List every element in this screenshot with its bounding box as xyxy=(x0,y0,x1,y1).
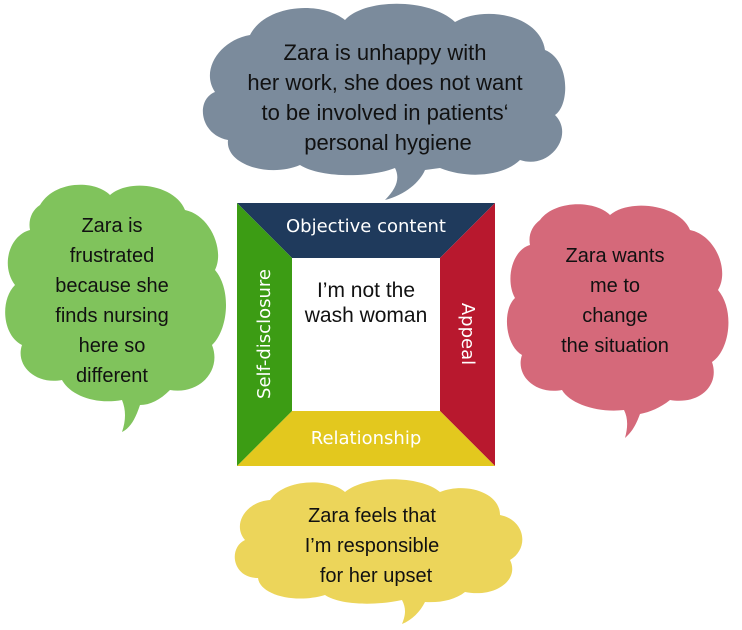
label-objective-content: Objective content xyxy=(286,216,446,237)
speech-cloud-bottom xyxy=(234,479,523,624)
side-left-self-disclosure xyxy=(237,203,292,466)
speech-cloud-right xyxy=(506,204,729,438)
bubble-left-line-4: finds nursing xyxy=(55,305,168,327)
label-appeal: Appeal xyxy=(457,303,478,365)
bubble-bottom-line-2: I’m responsible xyxy=(305,535,440,557)
bubble-top: Zara is unhappy with her work, she does … xyxy=(202,3,566,200)
bubble-bottom-line-1: Zara feels that xyxy=(308,505,436,527)
bubble-bottom: Zara feels that I’m responsible for her … xyxy=(234,479,523,624)
side-right-appeal xyxy=(440,203,495,466)
message-line-1: I’m not the xyxy=(317,279,415,302)
bubble-left-line-1: Zara is xyxy=(81,215,142,237)
message-line-2: wash woman xyxy=(304,304,428,327)
label-relationship: Relationship xyxy=(311,428,422,449)
bubble-left-line-6: different xyxy=(76,365,148,387)
bubble-left-line-2: frustrated xyxy=(70,245,154,267)
bubble-left-line-3: because she xyxy=(55,275,168,297)
bubble-top-line-4: personal hygiene xyxy=(304,130,472,155)
bubble-right-line-2: me to xyxy=(590,275,640,297)
label-self-disclosure: Self-disclosure xyxy=(254,269,275,399)
bubble-right-line-3: change xyxy=(582,305,648,327)
bubble-right-line-4: the situation xyxy=(561,335,669,357)
bubble-top-line-3: to be involved in patients‘ xyxy=(261,100,508,125)
speech-cloud-top xyxy=(202,3,566,200)
bubble-right: Zara wants me to change the situation xyxy=(506,204,729,438)
bubble-top-line-2: her work, she does not want xyxy=(247,70,522,95)
bubble-bottom-line-3: for her upset xyxy=(320,565,433,587)
side-bottom-relationship xyxy=(237,411,495,466)
bubble-top-line-1: Zara is unhappy with xyxy=(284,40,487,65)
bubble-left-line-5: here so xyxy=(79,335,146,357)
side-top-objective-content xyxy=(237,203,495,258)
four-sides-square: Objective content Relationship Self-disc… xyxy=(237,203,495,466)
speech-cloud-left xyxy=(5,184,227,432)
message-center xyxy=(292,258,440,411)
bubble-right-line-1: Zara wants xyxy=(566,245,665,267)
bubble-left: Zara is frustrated because she finds nur… xyxy=(5,184,227,432)
